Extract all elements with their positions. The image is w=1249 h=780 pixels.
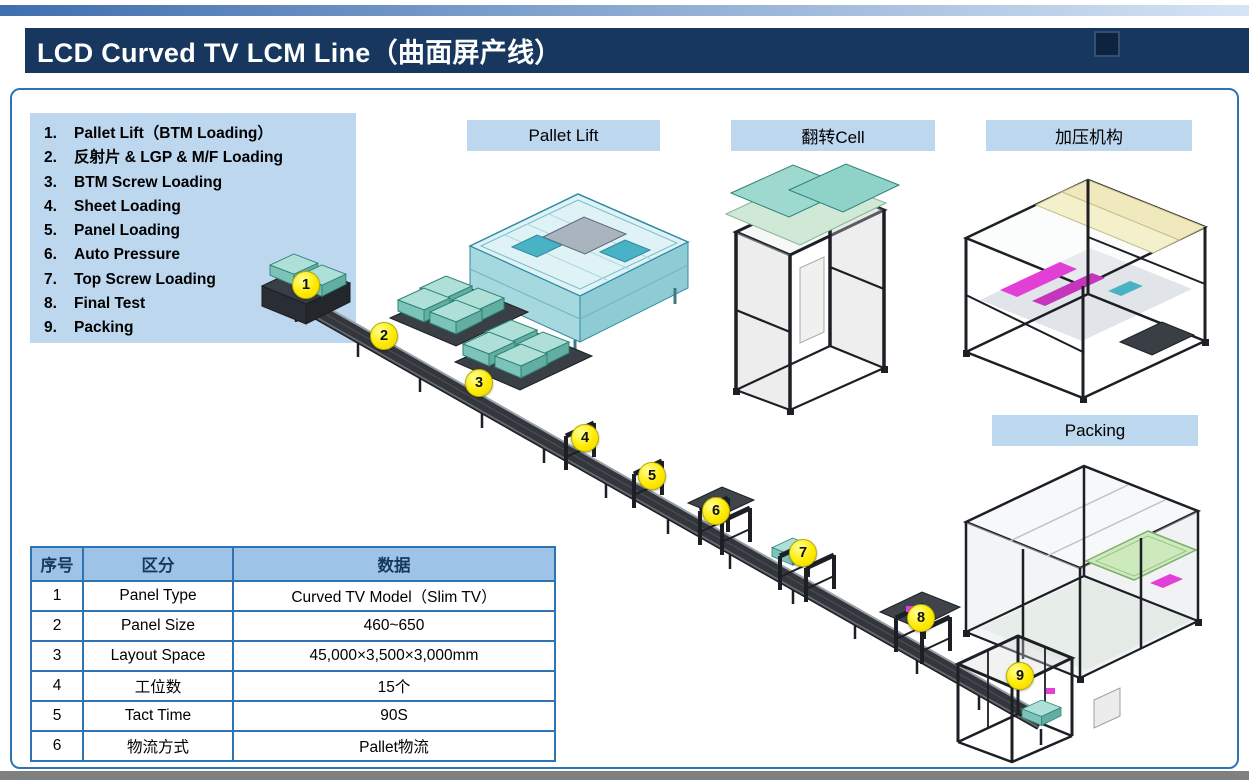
- process-item-number: 5.: [44, 222, 57, 240]
- table-row: 6 物流方式 Pallet物流: [30, 730, 556, 762]
- process-item-number: 6.: [44, 246, 57, 264]
- bottom-edge-bar: [0, 771, 1249, 780]
- process-item-label: BTM Screw Loading: [74, 173, 223, 191]
- page-title: LCD Curved TV LCM Line（曲面屏产线）: [37, 38, 562, 68]
- table-row: 4 工位数 15个: [30, 670, 556, 702]
- table-row: 1 Panel Type Curved TV Model（Slim TV）: [30, 580, 556, 612]
- process-item-label: Auto Pressure: [74, 246, 180, 264]
- cell-index: 4: [30, 670, 84, 702]
- title-bar: LCD Curved TV LCM Line（曲面屏产线）: [25, 28, 1249, 73]
- callout-label-pressure-unit: 加压机构: [986, 120, 1192, 151]
- callout-label-flip-cell: 翻转Cell: [731, 120, 935, 151]
- cell-category: Layout Space: [82, 640, 234, 672]
- cell-value: 15个: [232, 670, 556, 702]
- cell-index: 5: [30, 700, 84, 732]
- table-row: 5 Tact Time 90S: [30, 700, 556, 732]
- cell-value: Curved TV Model（Slim TV）: [232, 580, 556, 612]
- process-list-item: 8. Final Test: [44, 292, 350, 316]
- process-list-item: 4. Sheet Loading: [44, 195, 350, 219]
- table-row: 3 Layout Space 45,000×3,500×3,000mm: [30, 640, 556, 672]
- process-list-item: 1. Pallet Lift（BTM Loading）: [44, 122, 350, 146]
- station-marker-7: 7: [789, 539, 817, 567]
- col-header-data: 数据: [232, 546, 556, 582]
- cell-value: Pallet物流: [232, 730, 556, 762]
- station-marker-6: 6: [702, 497, 730, 525]
- process-item-number: 9.: [44, 319, 57, 337]
- process-list-item: 7. Top Screw Loading: [44, 268, 350, 292]
- process-item-label: Packing: [74, 319, 134, 337]
- process-item-number: 3.: [44, 173, 57, 191]
- process-item-label: Panel Loading: [74, 222, 180, 240]
- col-header-category: 区分: [82, 546, 234, 582]
- cell-value: 45,000×3,500×3,000mm: [232, 640, 556, 672]
- cell-index: 3: [30, 640, 84, 672]
- spec-table: 序号 区分 数据 1 Panel Type Curved TV Model（Sl…: [30, 546, 556, 762]
- process-list-item: 3. BTM Screw Loading: [44, 171, 350, 195]
- process-item-number: 2.: [44, 149, 57, 167]
- title-accent-square: [1096, 33, 1118, 55]
- station-marker-3: 3: [465, 369, 493, 397]
- process-item-number: 1.: [44, 125, 57, 142]
- cell-category: Panel Type: [82, 580, 234, 612]
- spec-table-header-row: 序号 区分 数据: [30, 546, 556, 582]
- process-item-number: 8.: [44, 295, 57, 313]
- station-marker-9: 9: [1006, 662, 1034, 690]
- process-list-item: 5. Panel Loading: [44, 219, 350, 243]
- process-list-items: 1. Pallet Lift（BTM Loading） 2. 反射片 & LGP &…: [44, 122, 350, 341]
- station-marker-1: 1: [292, 271, 320, 299]
- station-marker-8: 8: [907, 604, 935, 632]
- cell-category: Tact Time: [82, 700, 234, 732]
- cell-index: 6: [30, 730, 84, 762]
- process-item-label: Final Test: [74, 295, 146, 313]
- process-list: 1. Pallet Lift（BTM Loading） 2. 反射片 & LGP &…: [30, 113, 356, 343]
- process-item-label: 反射片 & LGP & M/F Loading: [74, 149, 283, 167]
- process-list-item: 2. 反射片 & LGP & M/F Loading: [44, 146, 350, 170]
- process-list-item: 9. Packing: [44, 316, 350, 340]
- cell-category: 物流方式: [82, 730, 234, 762]
- process-item-label: Pallet Lift（BTM Loading）: [74, 125, 273, 142]
- process-item-number: 4.: [44, 197, 57, 215]
- cell-value: 90S: [232, 700, 556, 732]
- cell-index: 2: [30, 610, 84, 642]
- callout-label-pallet-lift: Pallet Lift: [467, 120, 660, 151]
- cell-category: 工位数: [82, 670, 234, 702]
- process-list-item: 6. Auto Pressure: [44, 243, 350, 267]
- process-item-number: 7.: [44, 270, 57, 288]
- cell-index: 1: [30, 580, 84, 612]
- cell-category: Panel Size: [82, 610, 234, 642]
- table-row: 2 Panel Size 460~650: [30, 610, 556, 642]
- callout-label-packing: Packing: [992, 415, 1198, 446]
- station-marker-5: 5: [638, 462, 666, 490]
- col-header-index: 序号: [30, 546, 84, 582]
- process-item-label: Top Screw Loading: [74, 270, 216, 288]
- cell-value: 460~650: [232, 610, 556, 642]
- process-item-label: Sheet Loading: [74, 197, 181, 215]
- top-accent-bar: [0, 5, 1249, 16]
- station-marker-2: 2: [370, 322, 398, 350]
- station-marker-4: 4: [571, 424, 599, 452]
